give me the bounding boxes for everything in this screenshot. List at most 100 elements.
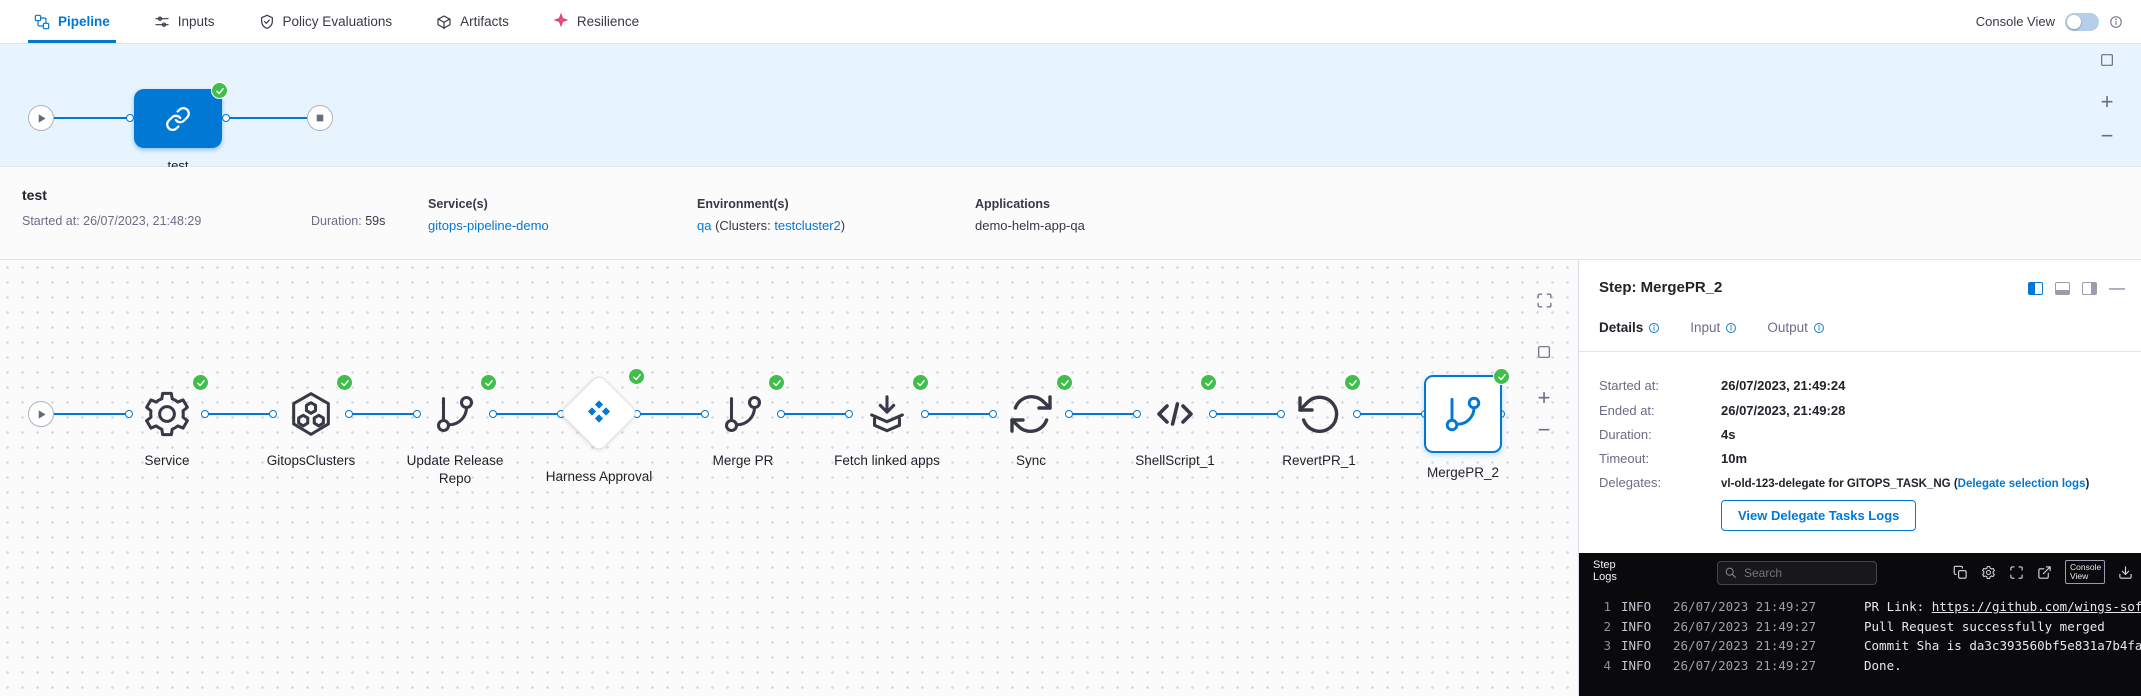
duration-text: Duration: 59s: [311, 214, 385, 228]
external-link-icon[interactable]: [2037, 565, 2052, 580]
tab-policy-evaluations[interactable]: Policy Evaluations: [259, 0, 393, 43]
minimap-stage-node[interactable]: [134, 82, 228, 148]
connector-line: [637, 413, 705, 415]
tab-output[interactable]: Output: [1767, 320, 1825, 335]
port-dot: [489, 410, 497, 418]
tab-label: Policy Evaluations: [282, 14, 393, 29]
start-node-play-button[interactable]: [28, 401, 54, 427]
services-heading: Service(s): [428, 197, 488, 211]
view-delegate-tasks-logs-button[interactable]: View Delegate Tasks Logs: [1721, 500, 1917, 531]
port-dot: [222, 114, 230, 122]
harness-approval-icon: [585, 398, 613, 431]
console-view-toggle[interactable]: [2065, 12, 2099, 31]
delegates-value: vl-old-123-delegate for GITOPS_TASK_NG (: [1721, 478, 1958, 490]
field-value: 4s: [1721, 427, 1736, 442]
connector-line: [493, 413, 561, 415]
field-value: 10m: [1721, 451, 1748, 466]
log-timestamp: 26/07/2023 21:49:27: [1673, 638, 1816, 654]
step-label: Update Release Repo: [406, 453, 504, 486]
info-icon[interactable]: [2109, 15, 2123, 29]
panel-view-switcher: —: [2028, 279, 2125, 297]
frame-icon[interactable]: [1532, 340, 1556, 364]
log-level: INFO: [1621, 599, 1652, 615]
download-icon[interactable]: [2118, 565, 2133, 580]
tab-label: Details: [1599, 320, 1644, 335]
environment-link[interactable]: qa: [697, 218, 712, 233]
connector-line: [1069, 413, 1137, 415]
fullscreen-icon[interactable]: [1532, 288, 1556, 312]
tab-pipeline[interactable]: Pipeline: [28, 0, 116, 43]
nav-right: Console View: [1976, 12, 2141, 31]
zoom-in-button[interactable]: +: [2100, 89, 2114, 114]
port-dot: [413, 410, 421, 418]
tab-inputs[interactable]: Inputs: [154, 0, 215, 43]
port-dot: [1353, 410, 1361, 418]
gear-icon[interactable]: [1981, 565, 1996, 580]
zoom-out-button[interactable]: −: [2100, 123, 2114, 148]
tab-input[interactable]: Input: [1690, 320, 1737, 335]
port-dot: [1065, 410, 1073, 418]
play-icon: [38, 409, 46, 419]
tab-resilience[interactable]: Resilience: [553, 0, 639, 43]
step-label: GitopsClusters: [266, 453, 356, 468]
clusters-icon: [279, 382, 343, 446]
info-icon[interactable]: [1813, 322, 1825, 334]
execution-meta-bar: test Started at: 26/07/2023, 21:48:29 Du…: [0, 167, 2141, 260]
tab-label: Resilience: [576, 14, 640, 29]
log-line: 2 INFO 26/07/2023 21:49:27 Pull Request …: [1579, 617, 2141, 637]
started-at-text: Started at: 26/07/2023, 21:48:29: [22, 214, 202, 228]
info-icon[interactable]: [1648, 322, 1660, 334]
frame-icon[interactable]: [2095, 48, 2119, 72]
step-details-panel: Step: MergePR_2 — Details Input Output S…: [1578, 260, 2141, 696]
port-dot: [777, 410, 785, 418]
log-toolbar: Console View: [1953, 560, 2133, 584]
environments-block: Environment(s) qa (Clusters: testcluster…: [697, 197, 845, 233]
field-label: Delegates:: [1599, 475, 1662, 490]
stop-button[interactable]: [307, 105, 333, 131]
field-ended-at: Ended at:26/07/2023, 21:49:28: [1599, 403, 1845, 418]
step-label: Sync: [1015, 453, 1046, 468]
port-dot: [1209, 410, 1217, 418]
cluster-link[interactable]: testcluster2: [774, 218, 841, 233]
connector-line: [205, 413, 273, 415]
minimize-icon[interactable]: —: [2109, 279, 2125, 297]
fullscreen-icon[interactable]: [2009, 565, 2024, 580]
info-icon[interactable]: [1725, 322, 1737, 334]
step-label: MergePR_2: [1426, 465, 1500, 480]
applications-heading: Applications: [975, 197, 1051, 211]
success-badge: [192, 374, 209, 391]
right-view-icon[interactable]: [2082, 282, 2097, 295]
connector-line: [1213, 413, 1281, 415]
success-badge: [1200, 374, 1217, 391]
step-label: RevertPR_1: [1282, 453, 1356, 468]
tab-artifacts[interactable]: Artifacts: [436, 0, 509, 43]
log-message: Commit Sha is da3c393560bf5e831a7b4fa88: [1864, 638, 2141, 654]
log-search-input[interactable]: [1717, 561, 1877, 585]
field-delegates: Delegates: vl-old-123-delegate for GITOPS…: [1599, 475, 2089, 490]
pipeline-minimap-banner: test + −: [0, 44, 2141, 173]
tab-label: Output: [1767, 320, 1808, 335]
service-link[interactable]: gitops-pipeline-demo: [428, 218, 549, 233]
copy-icon[interactable]: [1953, 565, 1968, 580]
field-label: Ended at:: [1599, 403, 1655, 418]
shield-check-icon: [259, 14, 275, 30]
zoom-out-button[interactable]: −: [1537, 417, 1551, 442]
pr-link[interactable]: https://github.com/wings-softw: [1931, 599, 2141, 615]
git-branch-icon: [423, 382, 487, 446]
log-level: INFO: [1621, 658, 1652, 674]
execution-graph-canvas[interactable]: Service GitopsClusters Update Release Re…: [0, 260, 1578, 696]
success-badge: [211, 82, 228, 99]
zoom-in-button[interactable]: +: [1537, 385, 1551, 410]
split-view-icon[interactable]: [2028, 282, 2043, 295]
field-label: Duration:: [1599, 427, 1652, 442]
step-label: Merge PR: [712, 453, 774, 468]
play-button[interactable]: [28, 105, 54, 131]
success-badge: [628, 368, 645, 385]
tab-details[interactable]: Details: [1599, 320, 1660, 335]
console-view-box[interactable]: Console View: [2065, 560, 2105, 584]
port-dot: [1133, 410, 1141, 418]
delegate-selection-logs-link[interactable]: Delegate selection logs: [1957, 478, 2086, 490]
nav-tabs: Pipeline Inputs Policy Evaluations Artif…: [0, 0, 639, 43]
bottom-view-icon[interactable]: [2055, 282, 2070, 295]
chaos-icon: [553, 12, 569, 31]
